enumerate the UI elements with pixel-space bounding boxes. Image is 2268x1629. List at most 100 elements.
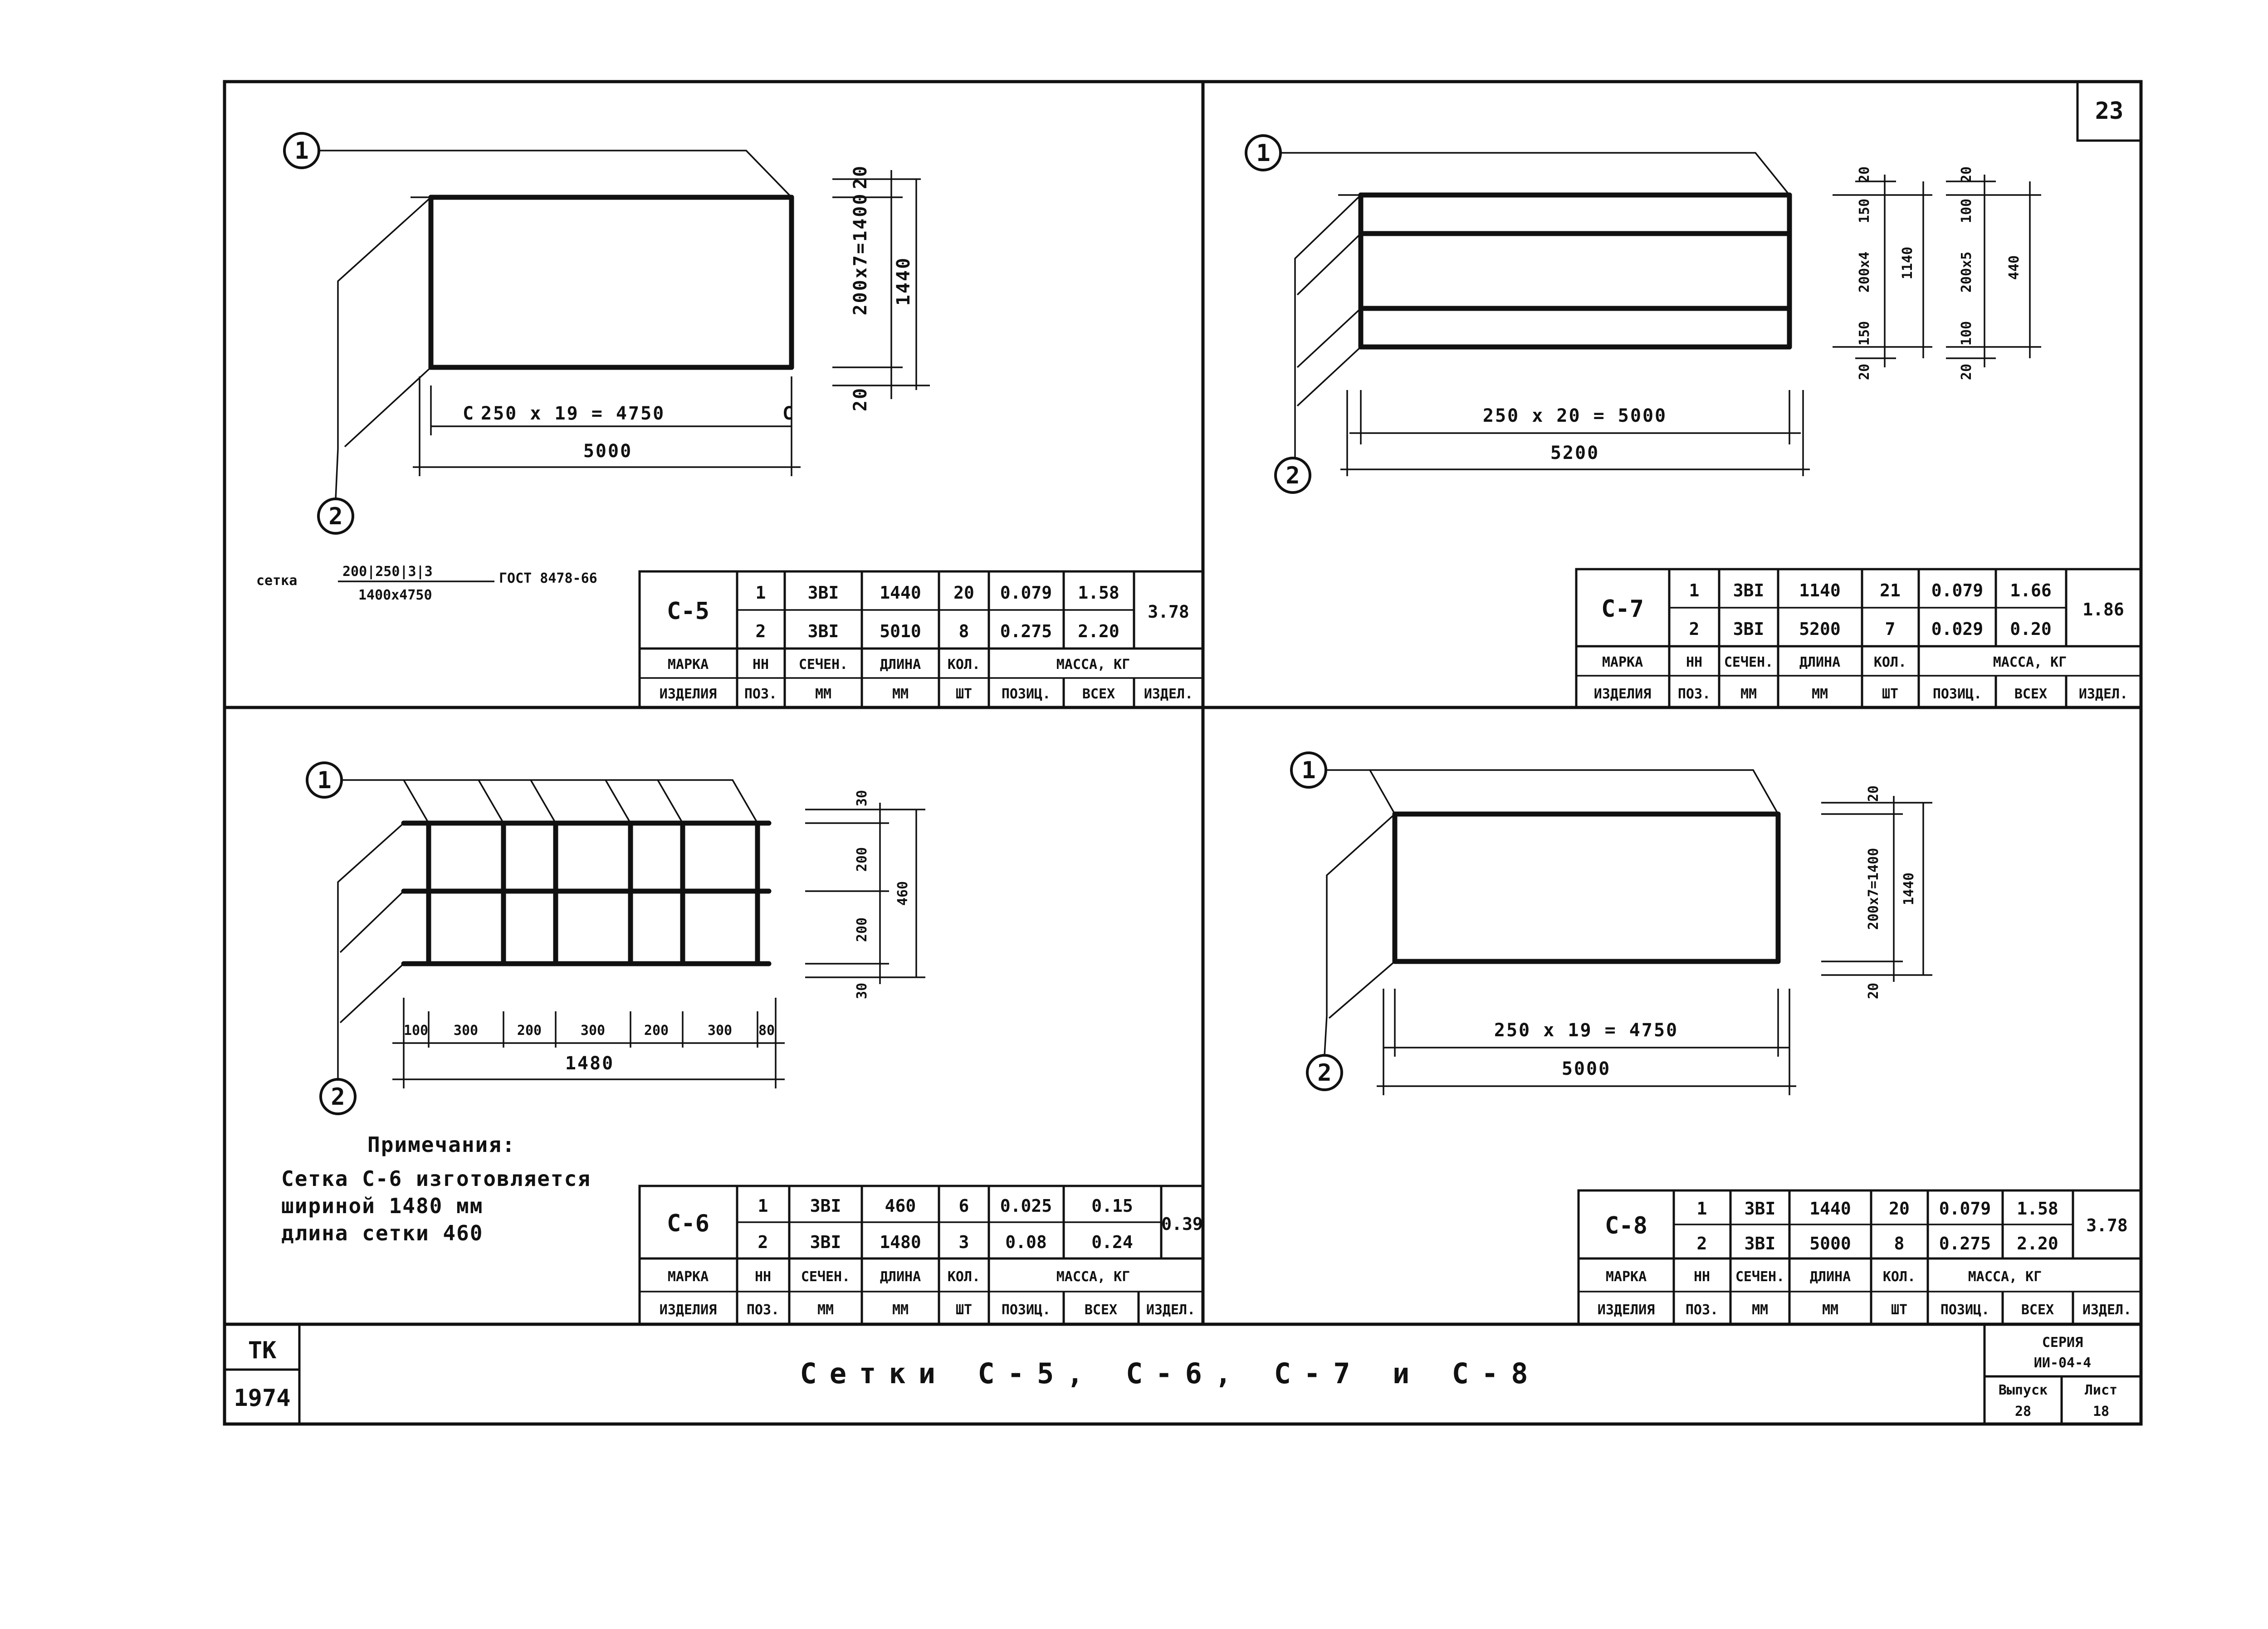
dim-v-segment: 200x4	[1857, 252, 1872, 293]
sheet-value: 18	[2093, 1404, 2109, 1419]
table-cell: 5200	[1799, 619, 1841, 639]
header-cell: ММ	[1740, 686, 1757, 702]
header-cell: КОЛ.	[1874, 654, 1906, 670]
table-cell: 1480	[880, 1232, 921, 1252]
table-cell: 0.275	[1939, 1234, 1991, 1253]
table-cell: 2	[758, 1232, 768, 1252]
header-cell: ДЛИНА	[1799, 654, 1840, 670]
header-cell: МАССА, КГ	[1968, 1269, 2042, 1285]
table-cell: 3ВI	[808, 583, 839, 603]
c8-callouts: 1 2	[1290, 751, 1779, 1091]
callout-label: 1	[294, 137, 308, 165]
header-cell: ШТ	[956, 1302, 972, 1318]
dim-segment: 300	[708, 1023, 732, 1039]
table-cell: 0.24	[1091, 1232, 1133, 1252]
table-cell: 3ВI	[1733, 580, 1765, 600]
table-cell: 1	[756, 583, 766, 603]
dim-v-top: 20	[1959, 166, 1975, 183]
stamp-year: 1974	[234, 1385, 290, 1412]
callout-label: 2	[1317, 1059, 1331, 1087]
header-cell: ДЛИНА	[880, 1269, 921, 1285]
dim-v-bottom: 20	[850, 387, 871, 411]
header-cell: ИЗДЕЛИЯ	[1594, 686, 1651, 702]
callout-label: 2	[328, 503, 342, 530]
header-cell: ИЗДЕЛ.	[2079, 686, 2128, 702]
dim-segment: 100	[404, 1023, 428, 1039]
header-cell: ММ	[815, 686, 831, 702]
table-cell: 0.15	[1091, 1196, 1133, 1216]
mesh-c8	[1326, 811, 1781, 1019]
header-cell: ИЗДЕЛИЯ	[660, 686, 717, 702]
header-cell: СЕЧЕН.	[1724, 654, 1773, 670]
header-cell: МАССА, КГ	[1993, 654, 2067, 670]
series-value: ИИ-04-4	[2034, 1355, 2091, 1371]
table-mark: С-7	[1601, 595, 1644, 623]
table-total: 3.78	[2086, 1215, 2128, 1235]
callout-label: 2	[1286, 462, 1300, 489]
table-cell: 0.079	[1000, 583, 1052, 603]
dim-v-overall: 460	[895, 881, 911, 906]
table-cell: 1140	[1799, 580, 1841, 600]
table-cell: 20	[953, 583, 974, 603]
table-mark: С-8	[1605, 1212, 1647, 1239]
header-cell: НН	[755, 1269, 771, 1285]
header-cell: МАРКА	[668, 1269, 709, 1285]
c5-dimensions: С 250 x 19 = 4750 С 5000 200x7=1400 1440…	[413, 165, 930, 476]
header-cell: ММ	[1822, 1302, 1838, 1318]
dim-v-overall: 1440	[1901, 873, 1917, 905]
header-cell: МАРКА	[1606, 1269, 1647, 1285]
table-total: 3.78	[1148, 602, 1189, 622]
header-cell: ИЗДЕЛИЯ	[660, 1302, 717, 1318]
dim-segment: 300	[454, 1023, 478, 1039]
table-cell: 0.029	[1931, 619, 1983, 639]
table-cell: 3ВI	[810, 1232, 841, 1252]
callout-2	[1274, 457, 1311, 494]
dim-v-step: 200x7=1400	[1866, 848, 1882, 930]
header-cell: ВСЕХ	[2021, 1302, 2054, 1318]
page-number: 23	[2095, 98, 2124, 125]
dim-v-segment: 200x5	[1959, 252, 1975, 293]
page-number-box: 23	[2076, 80, 2142, 142]
table-cell: 2.20	[1078, 621, 1119, 641]
title-block: ТК 1974 Сетки С-5, С-6, С-7 и С-8 СЕРИЯ …	[234, 1323, 2142, 1425]
dim-v-bottom: 20	[1959, 364, 1975, 380]
mesh-c6	[337, 820, 772, 1066]
c7-spec-table: С-7 1 3ВI 1140 21 0.079 1.66 2 3ВI 5200 …	[1575, 568, 2142, 709]
table-cell: 1	[1689, 580, 1700, 600]
header-cell: ВСЕХ	[1082, 686, 1115, 702]
dim-v-segment: 200	[854, 847, 870, 872]
header-cell: ИЗДЕЛ.	[2082, 1302, 2131, 1318]
header-cell: ММ	[1752, 1302, 1768, 1318]
header-cell: ИЗДЕЛ.	[1144, 686, 1193, 702]
header-cell: НН	[753, 657, 769, 673]
dim-segment: 80	[758, 1023, 775, 1039]
panel-c8: 1 2 250 x 19 = 4750 5000 20 200x7=1400	[1290, 751, 2142, 1326]
c6-notes: Примечания: Сетка С-6 изготовляется шири…	[281, 1132, 590, 1245]
table-cell: 3ВI	[1745, 1234, 1776, 1253]
header-cell: СЕЧЕН.	[799, 657, 848, 673]
c6-callouts: 1 2	[306, 761, 758, 1115]
header-cell: КОЛ.	[1883, 1269, 1916, 1285]
dim-v-top: 20	[1857, 166, 1872, 183]
header-cell: МАССА, КГ	[1056, 1269, 1130, 1285]
mesh-c7	[1294, 192, 1792, 408]
header-cell: НН	[1686, 654, 1702, 670]
issue-value: 28	[2015, 1404, 2031, 1419]
c8-spec-table: С-8 1 3ВI 1440 20 0.079 1.58 2 3ВI 5000 …	[1577, 1189, 2142, 1326]
header-cell: КОЛ.	[948, 657, 980, 673]
header-cell: ШТ	[1882, 686, 1898, 702]
header-cell: КОЛ.	[948, 1269, 980, 1285]
header-cell: ММ	[1812, 686, 1828, 702]
c7-dimensions: 250 x 20 = 5000 5200 20 150 200x4 150 20…	[1340, 166, 2041, 476]
table-cell: 0.079	[1931, 580, 1983, 600]
dim-v-segment: 100	[1959, 321, 1975, 346]
table-cell: 20	[1889, 1199, 1910, 1219]
table-cell: 3ВI	[810, 1196, 841, 1216]
table-cell: 1.58	[2017, 1199, 2058, 1219]
table-mark: С-5	[667, 598, 709, 625]
table-cell: 3ВI	[1733, 619, 1765, 639]
dim-step: 250 x 20 = 5000	[1483, 405, 1667, 426]
table-cell: 6	[959, 1196, 969, 1216]
dim-segment: 300	[581, 1023, 605, 1039]
header-cell: МАРКА	[1602, 654, 1643, 670]
